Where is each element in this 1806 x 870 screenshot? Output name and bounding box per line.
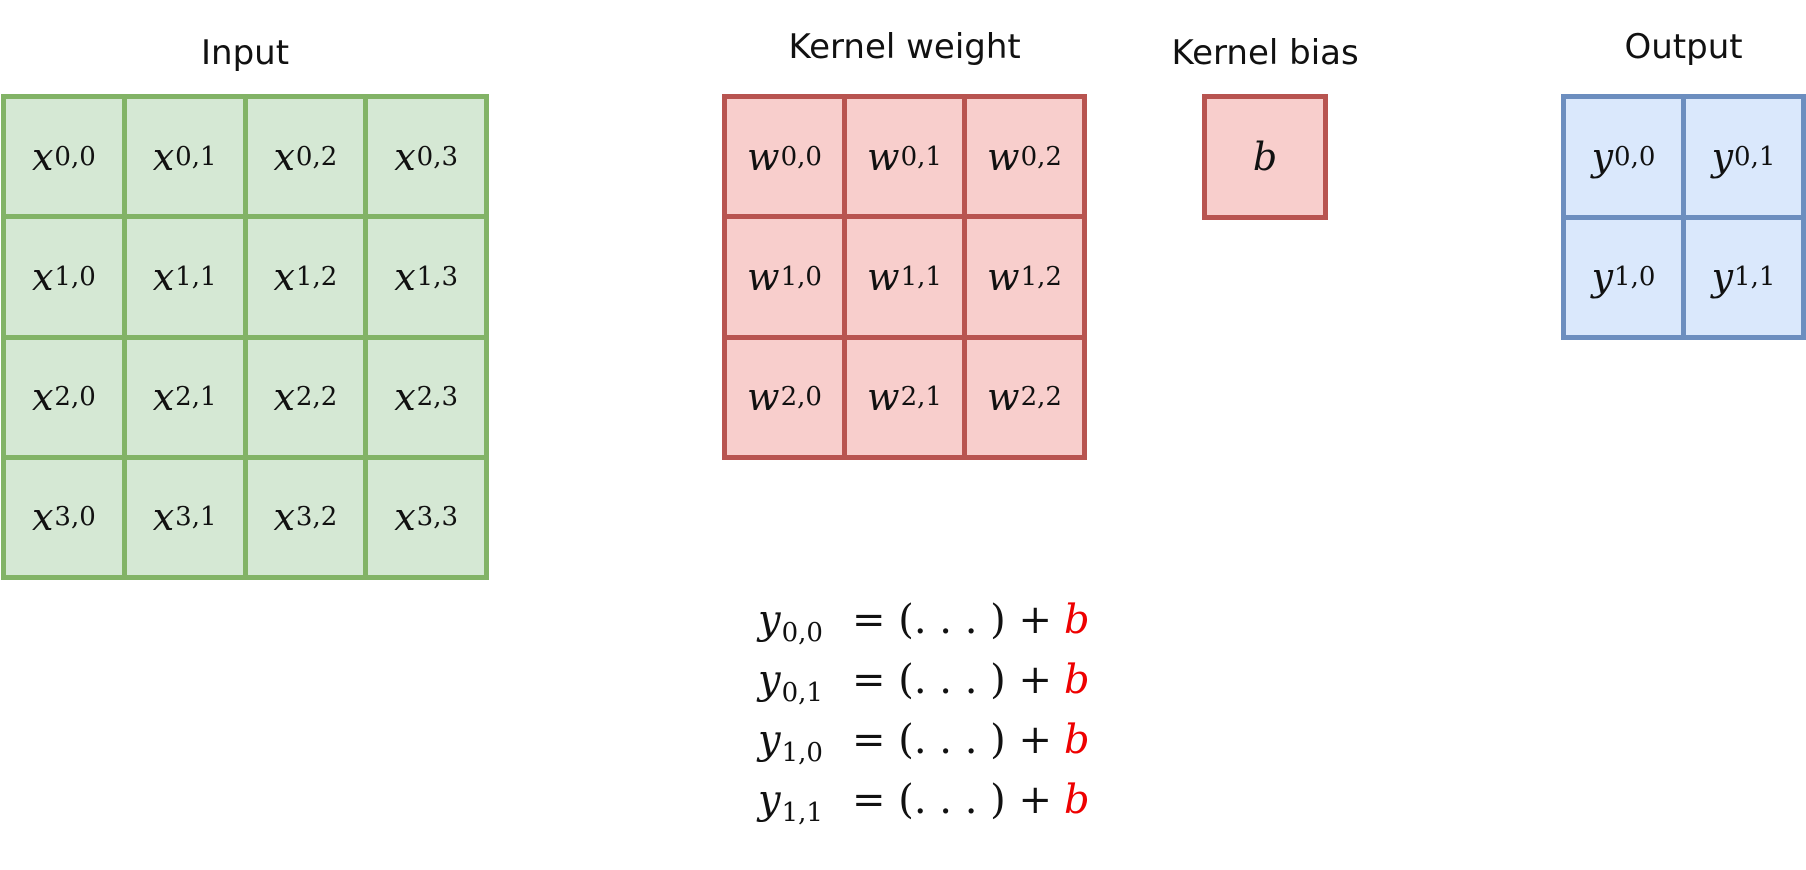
equation-lhs-symbol: y [758, 657, 781, 703]
input-symbol: x [273, 375, 295, 420]
equation-row: y0,1 = (. . . ) +b [758, 650, 1090, 710]
equation-lhs: y1,0 [758, 717, 838, 766]
weight-symbol: w [747, 375, 780, 420]
equation-body: = (. . . ) + [852, 657, 1052, 703]
equation-row: y1,0 = (. . . ) +b [758, 710, 1090, 770]
output-symbol: y [1711, 134, 1734, 179]
input-symbol: x [394, 134, 416, 179]
equation-lhs-symbol: y [758, 717, 781, 763]
kernel-weight-title: Kernel weight [788, 27, 1021, 67]
equation-bias-term: b [1063, 777, 1090, 823]
weight-symbol: w [987, 134, 1020, 179]
weight-symbol: w [747, 254, 780, 299]
input-symbol: x [273, 254, 295, 299]
input-symbol: x [152, 375, 175, 420]
kernel-bias-title: Kernel bias [1171, 33, 1359, 73]
equation-lhs: y0,1 [758, 657, 838, 706]
weight-symbol: w [867, 375, 900, 420]
equation-bias-term: b [1063, 597, 1090, 643]
equation-lhs-index: 0,1 [781, 678, 823, 708]
weight-symbol: w [987, 254, 1020, 299]
input-title: Input [201, 33, 290, 73]
equation-bias-term: b [1063, 717, 1090, 763]
input-symbol: x [31, 254, 54, 299]
input-symbol: x [31, 375, 54, 420]
output-title: Output [1624, 27, 1743, 67]
bias-cell: b [1207, 99, 1323, 215]
equation-bias-term: b [1063, 657, 1090, 703]
weight-symbol: w [987, 375, 1020, 420]
output-symbol: y [1591, 134, 1614, 179]
equation-body: = (. . . ) + [852, 777, 1052, 823]
output-symbol: y [1591, 255, 1614, 300]
equation-lhs-index: 1,1 [781, 798, 823, 828]
input-symbol: x [152, 134, 175, 179]
output-symbol: y [1711, 255, 1734, 300]
equation-lhs: y1,1 [758, 777, 838, 826]
input-symbol: x [394, 254, 416, 299]
equation-row: y1,1 = (. . . ) +b [758, 770, 1090, 830]
weight-symbol: w [867, 134, 900, 179]
equation-row: y0,0 = (. . . ) +b [758, 590, 1090, 650]
input-symbol: x [31, 134, 54, 179]
equation-body: = (. . . ) + [852, 717, 1052, 763]
input-symbol: x [273, 134, 295, 179]
input-symbol: x [31, 495, 54, 540]
equation-lhs: y0,0 [758, 597, 838, 646]
input-symbol: x [152, 254, 175, 299]
bias-symbol: b [1252, 135, 1278, 179]
input-symbol: x [394, 375, 416, 420]
equation-lhs-index: 0,0 [781, 618, 823, 648]
input-symbol: x [152, 495, 175, 540]
equation-body: = (. . . ) + [852, 597, 1052, 643]
equation-lhs-symbol: y [758, 777, 781, 823]
equation-lhs-symbol: y [758, 597, 781, 643]
input-symbol: x [394, 495, 416, 540]
weight-symbol: w [867, 254, 900, 299]
kernel-bias-box: b [1202, 94, 1328, 220]
equation-lhs-index: 1,0 [781, 738, 823, 768]
input-symbol: x [273, 495, 295, 540]
weight-symbol: w [747, 134, 780, 179]
